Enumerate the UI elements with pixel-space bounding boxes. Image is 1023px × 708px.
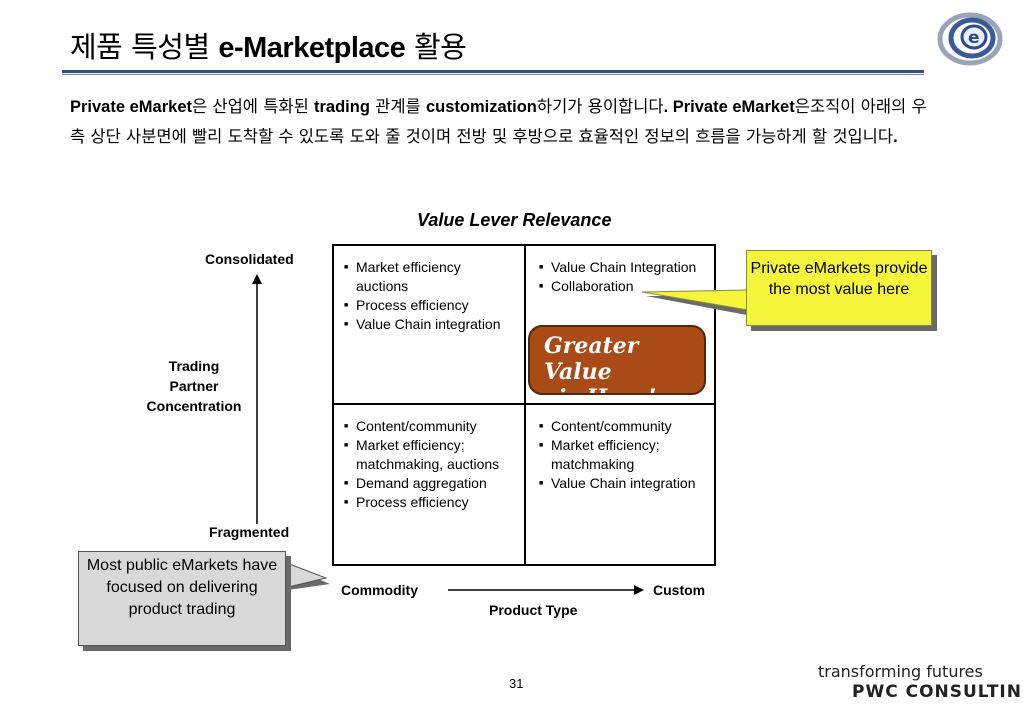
quadrant-item: Value Chain integration [539, 474, 709, 493]
badge-line-2: is Here! [544, 385, 704, 393]
brand-tagline: transforming futures [818, 662, 983, 681]
quadrant-top-right: Value Chain Integration Collaboration [539, 258, 709, 296]
y-axis-title: Trading Partner Concentration [146, 358, 242, 414]
x-axis-left-label: Commodity [341, 582, 418, 598]
quadrant-item: Value Chain Integration [539, 258, 709, 277]
title-divider-thin [62, 74, 924, 75]
title-divider [62, 70, 924, 73]
x-axis-arrow [448, 585, 644, 595]
quadrant-item: Market efficiency; matchmaking, auctions [344, 436, 514, 474]
e-swirl-logo-icon: e [937, 12, 1003, 66]
quadrant-item: Process efficiency [344, 296, 514, 315]
svg-text:e: e [968, 28, 980, 48]
chart-title: Value Lever Relevance [417, 210, 612, 230]
y-axis-top-label: Consolidated [205, 251, 294, 267]
y-axis-arrow [252, 274, 262, 524]
matrix-horizontal-divider [332, 403, 716, 405]
quadrant-item: Content/community [539, 417, 709, 436]
quadrant-item: Market efficiency auctions [344, 258, 514, 296]
page-title: 제품 특성별 e-Marketplace 활용 [70, 30, 467, 64]
callout-private-emarkets: Private eMarkets provide the most value … [746, 250, 932, 326]
quadrant-item: Collaboration [539, 277, 709, 296]
quadrant-item: Market efficiency; matchmaking [539, 436, 709, 474]
quadrant-bottom-left: Content/community Market efficiency; mat… [344, 417, 514, 512]
x-axis-title: Product Type [489, 602, 578, 618]
quadrant-top-left: Market efficiency auctions Process effic… [344, 258, 514, 334]
x-axis-right-label: Custom [653, 582, 706, 598]
greater-value-badge: Greater Value is Here! [528, 325, 706, 395]
quadrant-bottom-right: Content/community Market efficiency; mat… [539, 417, 709, 493]
quadrant-item: Demand aggregation [344, 474, 514, 493]
y-axis-bottom-label: Fragmented [209, 524, 290, 540]
matrix-vertical-divider [524, 244, 526, 566]
brand-name: PWC CONSULTING [852, 682, 1023, 702]
quadrant-item: Content/community [344, 417, 514, 436]
page-number: 31 [509, 676, 524, 691]
intro-paragraph: Private eMarket은 산업에 특화된 trading 관계를 cus… [70, 97, 927, 146]
quadrant-item: Process efficiency [344, 493, 514, 512]
badge-line-1: Greater Value [544, 333, 639, 385]
quadrant-item: Value Chain integration [344, 315, 514, 334]
callout-public-emarkets: Most public eMarkets have focused on del… [78, 551, 286, 646]
